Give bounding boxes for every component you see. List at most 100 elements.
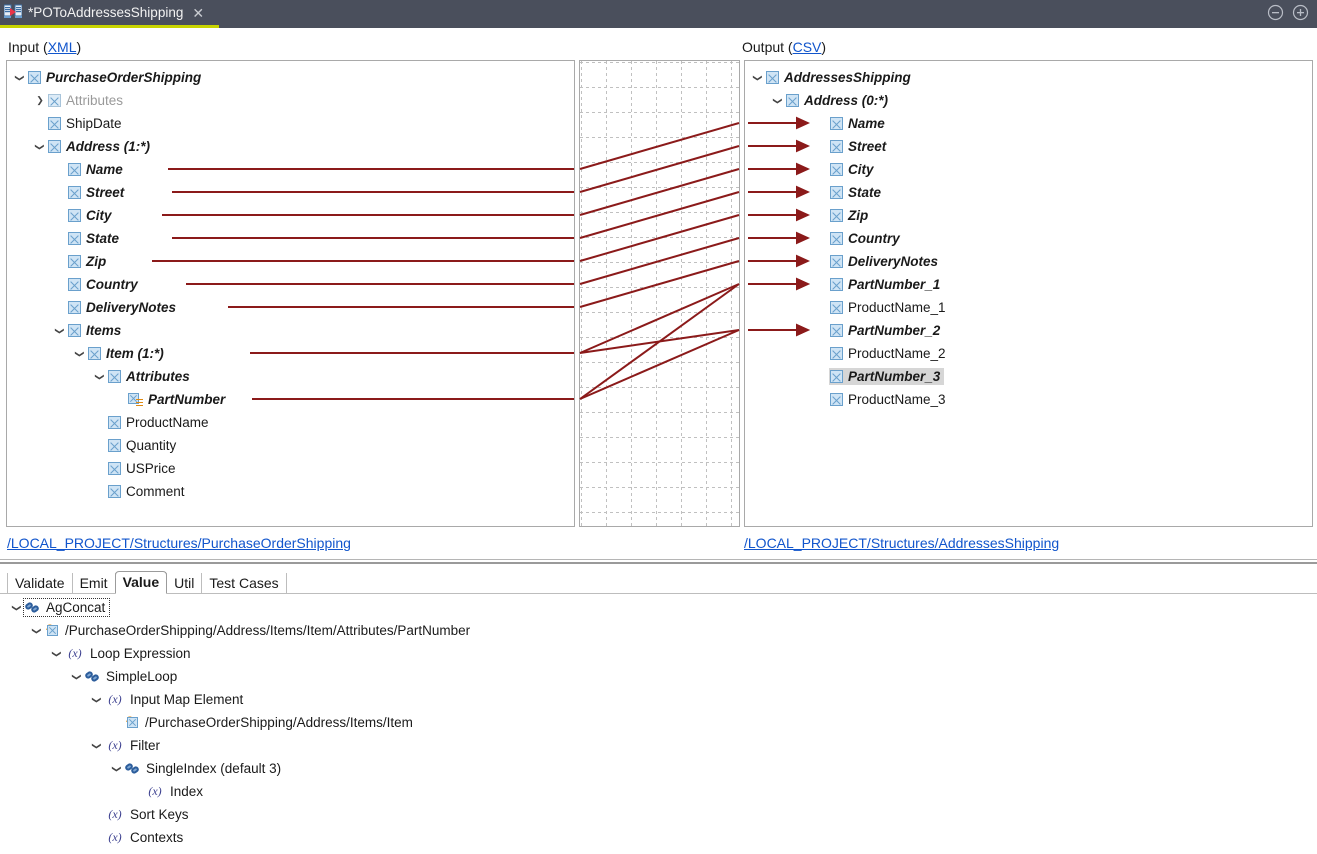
input-tree-row[interactable]: ❯Name xyxy=(53,158,127,181)
grid-line xyxy=(580,137,739,138)
chevron-down-icon[interactable]: ❯ xyxy=(75,349,86,358)
input-tree-row[interactable]: ❯Street xyxy=(53,181,128,204)
row-content: ↗/PurchaseOrderShipping/Address/Items/It… xyxy=(124,714,417,731)
maximize-icon[interactable] xyxy=(1292,4,1309,21)
row-content: (x)Index xyxy=(144,783,207,800)
output-tree-row[interactable]: ❯City xyxy=(815,158,878,181)
checkbox-icon xyxy=(830,370,843,383)
output-tree-panel[interactable]: ❯AddressesShipping❯Address (0:*)❯Name❯St… xyxy=(744,60,1313,527)
output-format-link[interactable]: CSV xyxy=(792,39,822,55)
output-tree-row[interactable]: ❯Street xyxy=(815,135,890,158)
value-tree-row[interactable]: ❯(x)Contexts xyxy=(90,826,187,849)
output-tree-row[interactable]: ❯DeliveryNotes xyxy=(815,250,942,273)
tree-item-label: PartNumber_3 xyxy=(848,369,941,384)
input-format-link[interactable]: XML xyxy=(47,39,77,55)
output-tree-row[interactable]: ❯Country xyxy=(815,227,904,250)
input-panel-label: Input (XML) xyxy=(8,39,81,55)
expression-icon: (x) xyxy=(108,807,122,821)
input-tree-row[interactable]: ❯Quantity xyxy=(93,434,180,457)
input-tree-row[interactable]: ❯State xyxy=(53,227,123,250)
row-content: AgConcat xyxy=(22,598,111,617)
chevron-down-icon[interactable]: ❯ xyxy=(72,672,83,681)
attribute-icon xyxy=(128,392,143,407)
panel-divider[interactable] xyxy=(0,562,1317,564)
chevron-down-icon[interactable]: ❯ xyxy=(32,626,43,635)
input-tree-row[interactable]: ❯PurchaseOrderShipping xyxy=(13,66,205,89)
input-tree-row[interactable]: ❯Item (1:*) xyxy=(73,342,168,365)
close-icon[interactable]: ✕ xyxy=(192,4,205,21)
row-content: Items xyxy=(67,322,125,339)
row-content: Quantity xyxy=(107,437,180,454)
input-footer-link[interactable]: /LOCAL_PROJECT/Structures/PurchaseOrderS… xyxy=(7,535,351,551)
chevron-right-icon[interactable]: ❯ xyxy=(36,95,44,105)
chevron-down-icon[interactable]: ❯ xyxy=(52,649,63,658)
output-tree-row[interactable]: ❯PartNumber_3 xyxy=(815,365,945,388)
output-footer-link[interactable]: /LOCAL_PROJECT/Structures/AddressesShipp… xyxy=(744,535,1060,551)
input-tree-row[interactable]: ❯Attributes xyxy=(93,365,194,388)
path-element-icon: ↗ xyxy=(125,714,140,730)
value-tree-row[interactable]: ❯(x)Sort Keys xyxy=(90,803,193,826)
input-tree-row[interactable]: ❯ShipDate xyxy=(33,112,126,135)
value-tree-row[interactable]: ❯(x)Filter xyxy=(90,734,164,757)
output-tree-row[interactable]: ❯Address (0:*) xyxy=(771,89,892,112)
chevron-down-icon[interactable]: ❯ xyxy=(773,96,784,105)
chevron-down-icon[interactable]: ❯ xyxy=(15,73,26,82)
chevron-down-icon[interactable]: ❯ xyxy=(35,142,46,151)
input-tree-row[interactable]: ❯Zip xyxy=(53,250,110,273)
output-tree-row[interactable]: ❯Zip xyxy=(815,204,872,227)
value-tree-row[interactable]: ❯↗/PurchaseOrderShipping/Address/Items/I… xyxy=(110,711,417,734)
value-tree-row[interactable]: ❯(x)Input Map Element xyxy=(90,688,247,711)
value-tree-row[interactable]: ❯↗/PurchaseOrderShipping/Address/Items/I… xyxy=(30,619,474,642)
chevron-down-icon[interactable]: ❯ xyxy=(92,695,103,704)
row-content: SingleIndex (default 3) xyxy=(124,760,285,777)
value-tree-row[interactable]: ❯(x)Loop Expression xyxy=(50,642,195,665)
value-tree-row[interactable]: ❯SimpleLoop xyxy=(70,665,181,688)
row-content: ProductName_2 xyxy=(829,345,950,362)
input-tree-row[interactable]: ❯Country xyxy=(53,273,142,296)
tree-item-label: Contexts xyxy=(130,830,184,845)
chevron-down-icon[interactable]: ❯ xyxy=(753,73,764,82)
tab-test-cases[interactable]: Test Cases xyxy=(201,573,287,594)
input-tree-row[interactable]: ❯Attributes xyxy=(33,89,127,112)
chevron-down-icon[interactable]: ❯ xyxy=(95,372,106,381)
output-tree-row[interactable]: ❯PartNumber_2 xyxy=(815,319,944,342)
tree-item-label: ProductName_1 xyxy=(848,300,946,315)
output-tree-row[interactable]: ❯State xyxy=(815,181,885,204)
input-tree-panel[interactable]: ❯PurchaseOrderShipping❯Attributes❯ShipDa… xyxy=(6,60,575,527)
value-tree-row[interactable]: ❯AgConcat xyxy=(10,596,111,619)
row-content: PartNumber xyxy=(127,391,229,408)
input-tree-row[interactable]: ❯USPrice xyxy=(93,457,180,480)
tab-validate[interactable]: Validate xyxy=(7,573,73,594)
input-tree-row[interactable]: ❯Address (1:*) xyxy=(33,135,154,158)
document-tab[interactable]: *POToAddressesShipping ✕ xyxy=(0,0,219,28)
output-tree-row[interactable]: ❯AddressesShipping xyxy=(751,66,915,89)
chevron-down-icon[interactable]: ❯ xyxy=(112,764,123,773)
output-tree-row[interactable]: ❯Name xyxy=(815,112,889,135)
title-bar: *POToAddressesShipping ✕ xyxy=(0,0,1317,28)
output-tree-row[interactable]: ❯ProductName_3 xyxy=(815,388,950,411)
value-expression-tree[interactable]: ❯AgConcat❯↗/PurchaseOrderShipping/Addres… xyxy=(0,596,1317,854)
input-label-text: Input ( xyxy=(8,39,48,55)
output-tree-row[interactable]: ❯ProductName_2 xyxy=(815,342,950,365)
output-tree-row[interactable]: ❯PartNumber_1 xyxy=(815,273,944,296)
chevron-down-icon[interactable]: ❯ xyxy=(92,741,103,750)
value-tree-row[interactable]: ❯SingleIndex (default 3) xyxy=(110,757,285,780)
tab-util[interactable]: Util xyxy=(166,573,203,594)
input-tree-row[interactable]: ❯Items xyxy=(53,319,125,342)
input-tree-row[interactable]: ❯Comment xyxy=(93,480,189,503)
mapping-canvas[interactable] xyxy=(579,60,740,527)
input-tree-row[interactable]: ❯DeliveryNotes xyxy=(53,296,180,319)
checkbox-icon xyxy=(830,255,843,268)
input-tree-row[interactable]: ❯City xyxy=(53,204,116,227)
tab-value[interactable]: Value xyxy=(114,571,168,594)
input-tree-row[interactable]: ❯ProductName xyxy=(93,411,213,434)
input-tree-row[interactable]: ❯PartNumber xyxy=(113,388,229,411)
chevron-down-icon[interactable]: ❯ xyxy=(12,603,23,612)
minimize-icon[interactable] xyxy=(1267,4,1284,21)
checkbox-icon xyxy=(830,301,843,314)
value-tree-row[interactable]: ❯(x)Index xyxy=(130,780,207,803)
output-tree-row[interactable]: ❯ProductName_1 xyxy=(815,296,950,319)
tab-emit[interactable]: Emit xyxy=(71,573,116,594)
chevron-down-icon[interactable]: ❯ xyxy=(55,326,66,335)
